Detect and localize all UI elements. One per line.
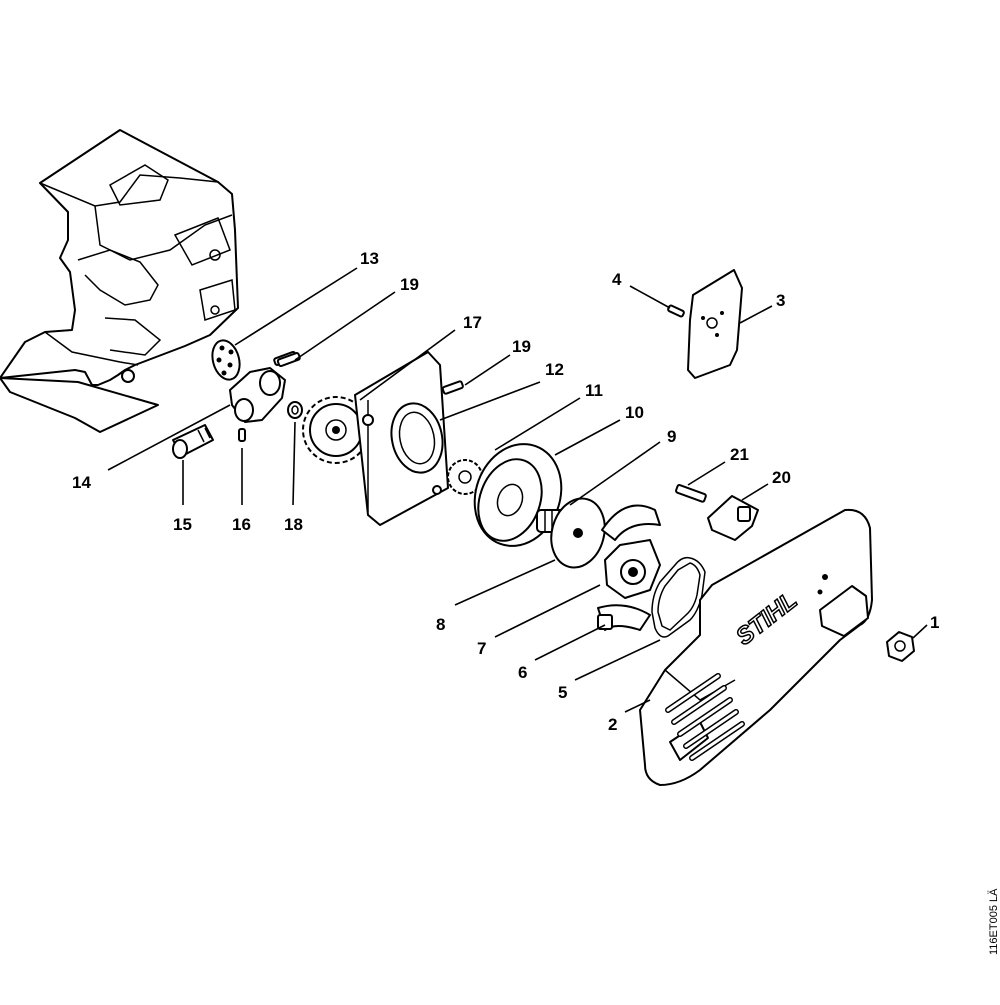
callout-18: 18: [284, 515, 303, 534]
oil-pump-body: [229, 350, 298, 423]
lever-6: [597, 604, 651, 631]
drawing-code: 116ET005 LÄ: [988, 888, 1000, 955]
callout-5: 5: [558, 683, 567, 702]
callout-10: 10: [625, 403, 644, 422]
washer-8: [550, 497, 606, 569]
callout-8: 8: [436, 615, 445, 634]
washer-18: [287, 401, 303, 419]
oil-pump-plate: [211, 339, 241, 381]
callouts: 13 19 17 19 12 11 10 9 14 15 16 18 8 7 6…: [72, 249, 939, 734]
clamp-20: [707, 495, 759, 541]
callout-19-upper: 19: [400, 275, 419, 294]
screw-19-lower: [441, 380, 464, 395]
worm-gear-15: [172, 424, 214, 459]
screw-19-upper: [276, 352, 301, 368]
callout-14: 14: [72, 473, 91, 492]
callout-13: 13: [360, 249, 379, 268]
engine-housing: [0, 129, 239, 433]
callout-4: 4: [612, 270, 622, 289]
callout-3: 3: [776, 291, 785, 310]
callout-16: 16: [232, 515, 251, 534]
callout-7: 7: [477, 639, 486, 658]
callout-12: 12: [545, 360, 564, 379]
callout-15: 15: [173, 515, 192, 534]
nut-1: [886, 631, 915, 662]
callout-1: 1: [930, 613, 939, 632]
callout-11: 11: [585, 381, 603, 400]
plate-3: [687, 269, 743, 379]
cover-plate-12: [354, 351, 449, 526]
callout-21: 21: [730, 445, 749, 464]
leader-lines: [107, 267, 928, 713]
sprocket-cover-2: STIHL: [639, 508, 873, 786]
callout-2: 2: [608, 715, 617, 734]
callout-19-lower: 19: [512, 337, 531, 356]
pin-16: [238, 428, 246, 442]
brake-band-5: [651, 556, 706, 638]
bolt-21: [675, 484, 707, 503]
callout-17: 17: [463, 313, 482, 332]
callout-6: 6: [518, 663, 527, 682]
callout-9: 9: [667, 427, 676, 446]
screw-4: [667, 304, 685, 318]
clutch-7: [601, 504, 661, 599]
callout-20: 20: [772, 468, 791, 487]
